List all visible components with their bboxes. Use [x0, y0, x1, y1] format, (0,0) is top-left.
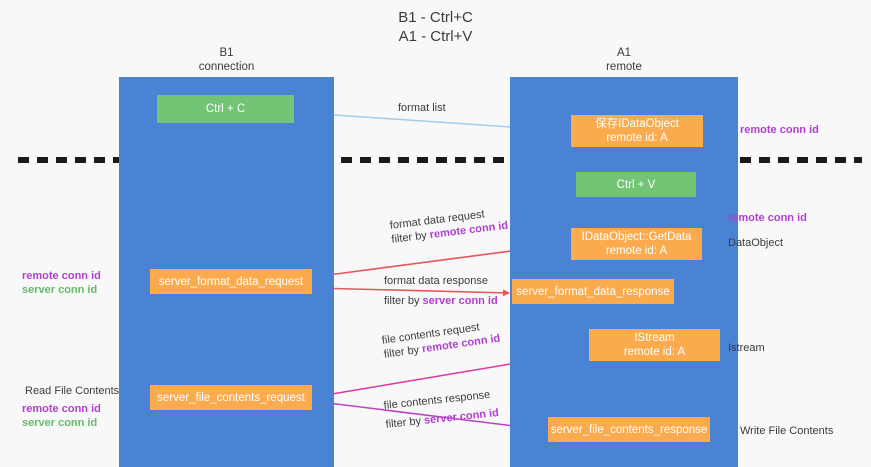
edge-format-data-response: [312, 287, 510, 297]
node-server-file-contents-response[interactable]: server_file_contents_response: [548, 417, 710, 442]
lane-header-b1-subtitle: connection: [198, 61, 255, 73]
edge-file-contents-response: [319, 401, 547, 433]
node-save-idataobject[interactable]: 保存IDataObject remote id: A: [571, 115, 703, 147]
edge-label-format-data-response-line2: filter by server conn id: [384, 294, 498, 308]
title-line-2: A1 - Ctrl+V: [398, 28, 473, 45]
node-ctrl-v[interactable]: Ctrl + V: [576, 172, 696, 197]
lane-header-a1-subtitle: remote: [606, 61, 642, 73]
node-server-file-contents-response-label: server_file_contents_response: [550, 423, 708, 436]
node-idataobject-getdata[interactable]: IDataObject::GetData remote id: A: [571, 228, 702, 260]
annot-left-remote-conn-id-mid: remote conn id: [22, 270, 101, 282]
annot-right-istream: Istream: [728, 342, 765, 354]
node-server-file-contents-request-label: server_file_contents_request: [157, 391, 305, 404]
title-line-1: B1 - Ctrl+C: [398, 9, 473, 26]
annot-left-server-conn-id-mid: server conn id: [22, 284, 98, 296]
node-ctrl-c[interactable]: Ctrl + C: [157, 95, 294, 123]
lane-header-a1: A1 remote: [510, 46, 738, 74]
lane-header-a1-name: A1: [616, 47, 632, 59]
annot-left-conn-ids-mid: remote conn id server conn id: [22, 269, 101, 297]
node-save-idataobject-line1: 保存IDataObject: [595, 118, 679, 130]
filter-key-server-conn-id: server conn id: [422, 295, 498, 307]
edge-label-format-data-response-line1: format data response: [384, 275, 488, 287]
edge-label-format-data-response: format data response filter by server co…: [384, 274, 498, 308]
annot-right-remote-conn-id-mid: remote conn id: [728, 212, 807, 224]
annot-left-server-conn-id-bottom: server conn id: [22, 417, 98, 429]
node-ctrl-c-label: Ctrl + C: [205, 103, 246, 115]
page-title: B1 - Ctrl+C A1 - Ctrl+V: [0, 8, 871, 46]
node-save-idataobject-line2: remote id: A: [606, 132, 668, 144]
annot-right-write-file-contents: Write File Contents: [740, 425, 834, 437]
node-getdata-line2: remote id: A: [605, 245, 668, 257]
lane-header-b1-name: B1: [219, 47, 234, 59]
node-server-format-data-response[interactable]: server_format_data_response: [512, 279, 674, 304]
filter-by-prefix: filter by: [384, 295, 423, 307]
node-server-format-data-request[interactable]: server_format_data_request: [150, 269, 312, 294]
node-server-file-contents-request[interactable]: server_file_contents_request: [150, 385, 312, 410]
node-istream[interactable]: IStream remote id: A: [589, 329, 720, 361]
annot-left-read-file-contents: Read File Contents: [25, 385, 120, 397]
annot-right-remote-conn-id-top: remote conn id: [740, 124, 819, 136]
annot-right-dataobject: DataObject: [728, 237, 784, 249]
filter-by-prefix: filter by: [385, 414, 425, 431]
annot-left-conn-ids-bottom: remote conn id server conn id: [22, 402, 101, 430]
node-server-format-data-response-label: server_format_data_response: [516, 285, 670, 298]
lane-header-b1: B1 connection: [119, 46, 334, 74]
node-getdata-line1: IDataObject::GetData: [581, 231, 692, 243]
node-ctrl-v-label: Ctrl + V: [616, 178, 656, 191]
node-istream-line2: remote id: A: [623, 346, 686, 358]
edge-label-format-list: format list: [398, 102, 446, 114]
annot-left-remote-conn-id-bottom: remote conn id: [22, 403, 101, 415]
node-server-format-data-request-label: server_format_data_request: [158, 275, 304, 288]
node-istream-line1: IStream: [634, 332, 675, 344]
